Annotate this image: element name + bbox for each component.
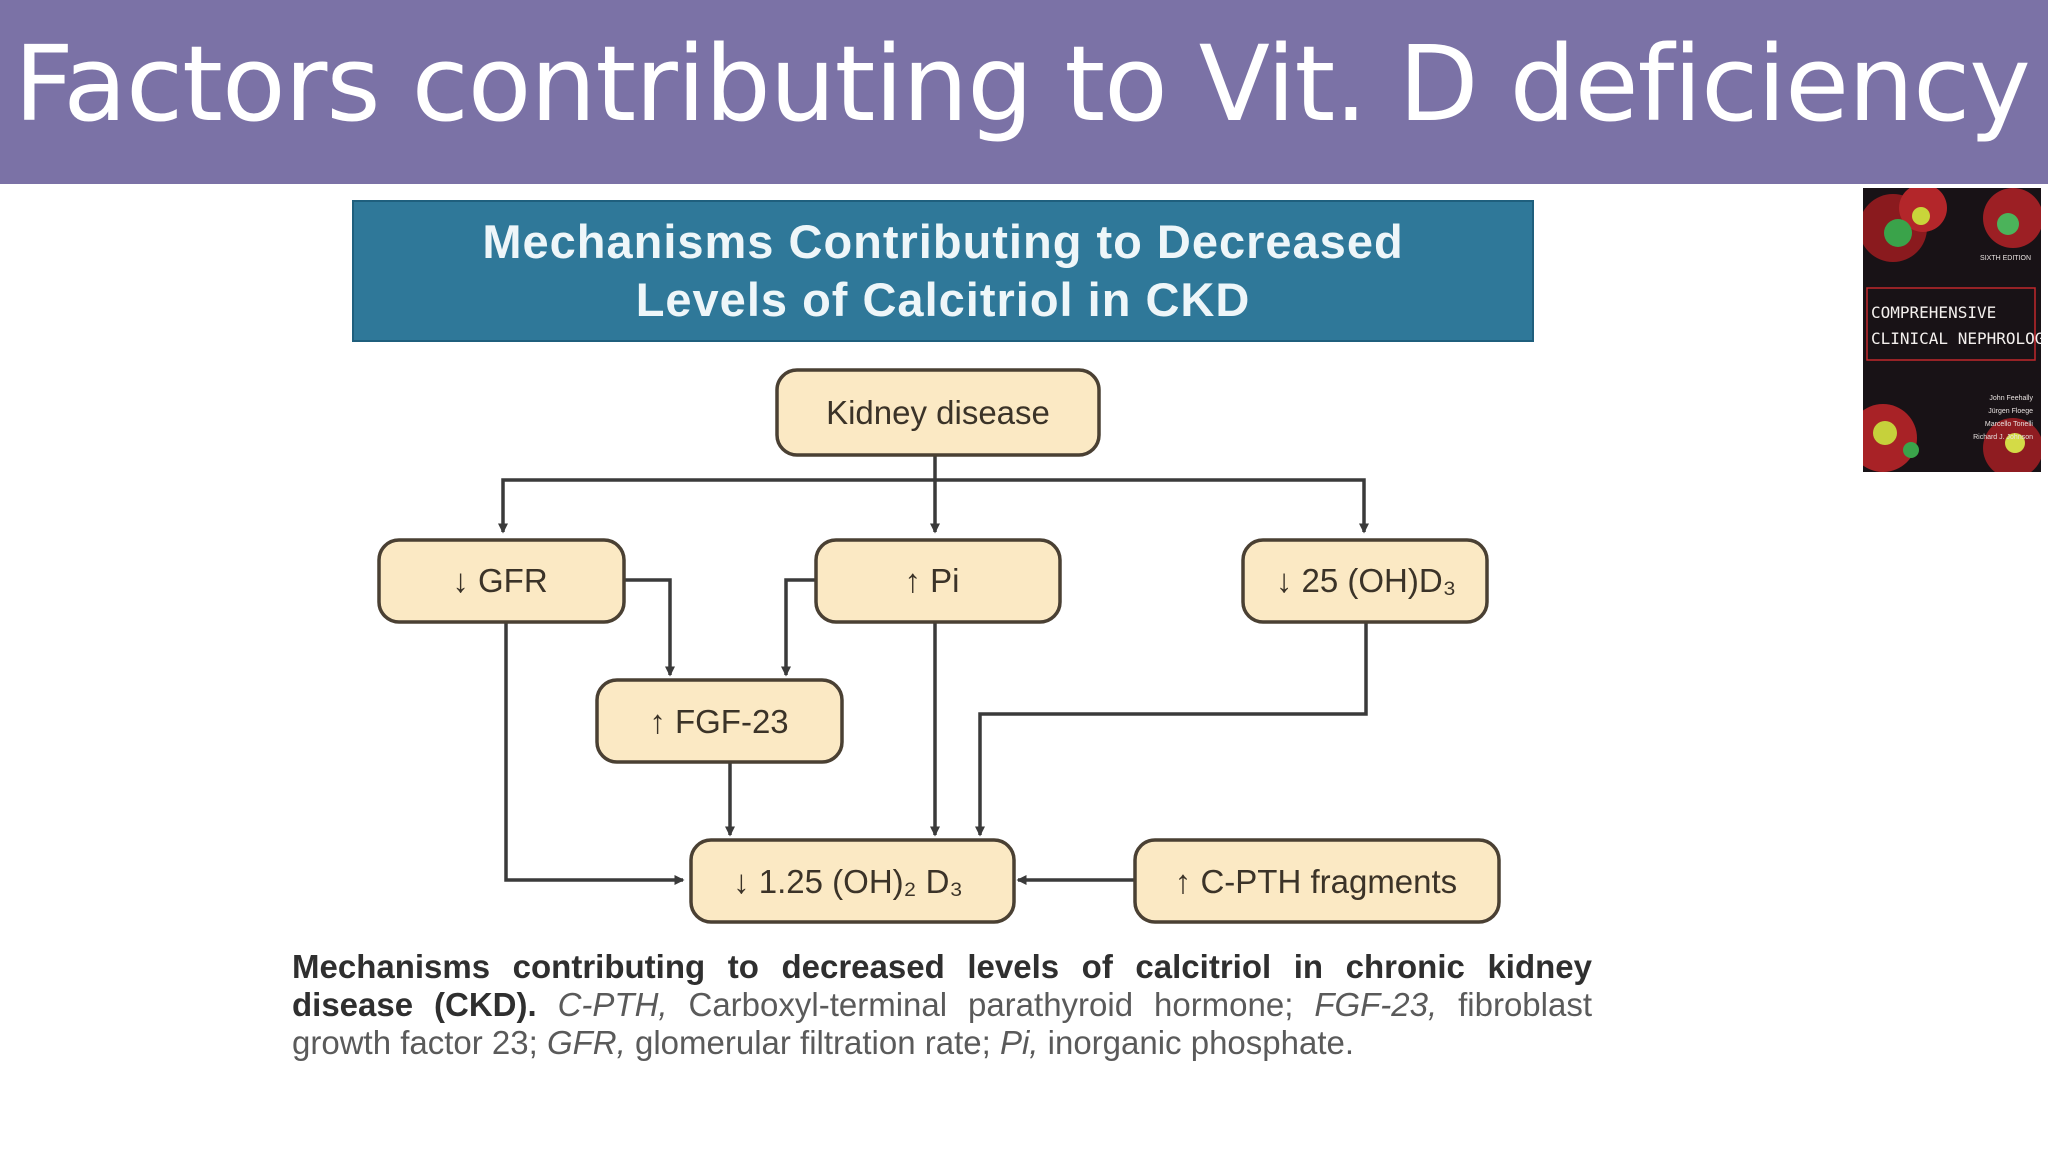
caption-abbr-fgf: FGF-23, <box>1314 986 1438 1023</box>
node-pi-label: ↑ Pi <box>904 562 959 599</box>
book-cover-title: COMPREHENSIVE CLINICAL NEPHROLOGY <box>1871 300 2041 352</box>
book-cover-artwork <box>1863 188 2041 472</box>
book-cover-author: Marcello Tonelli <box>1984 421 2033 428</box>
arrow-gfr-to-fgf23 <box>624 578 675 677</box>
node-c-pth-fragments: ↑ C-PTH fragments <box>1133 838 1501 924</box>
book-cover-authors: John Feehally Jürgen Floege Marcello Ton… <box>1943 392 2033 444</box>
node-fgf-23-label: ↑ FGF-23 <box>649 703 788 740</box>
connectors <box>498 455 1369 885</box>
caption-bold: Mechanisms contributing to decreased lev… <box>292 948 1592 1023</box>
caption-abbr-gfr: GFR, <box>546 1024 626 1061</box>
book-cover-author: Jürgen Floege <box>1988 408 2033 415</box>
book-cover-author: Richard J. Johnson <box>1973 434 2033 441</box>
node-c-pth-fragments-label: ↑ C-PTH fragments <box>1175 863 1457 900</box>
figure-header-line-1: Mechanisms Contributing to Decreased <box>482 215 1404 268</box>
book-cover-title-line-1: COMPREHENSIVE <box>1871 303 1997 322</box>
arrow-gfr-to-calcitriol <box>504 622 685 885</box>
node-gfr-label: ↓ GFR <box>452 562 547 599</box>
book-cover-title-line-2: CLINICAL NEPHROLOGY <box>1871 329 2041 348</box>
book-cover-image: SIXTH EDITION COMPREHENSIVE CLINICAL NEP… <box>1863 188 2041 472</box>
node-25-oh-d3: ↓ 25 (OH)D₃ <box>1241 538 1489 624</box>
node-calcitriol: ↓ 1.25 (OH)₂ D₃ <box>689 838 1016 924</box>
title-bar: Factors contributing to Vit. D deficienc… <box>0 0 2048 184</box>
caption-abbr-cpth: C-PTH, <box>557 986 668 1023</box>
book-cover-edition: SIXTH EDITION <box>1980 255 2031 262</box>
figure-header: Mechanisms Contributing to Decreased Lev… <box>352 200 1534 342</box>
caption-def-pi: inorganic phosphate. <box>1038 1024 1355 1061</box>
arrow-vit25-to-calcitriol <box>975 622 1368 837</box>
caption-def-gfr: glomerular filtration rate; <box>625 1024 1000 1061</box>
arrow-kidney-to-vit25 <box>935 478 1369 534</box>
caption-abbr-pi: Pi, <box>999 1024 1039 1061</box>
caption-def-cpth: Carboxyl-terminal parathyroid hormone; <box>667 986 1315 1023</box>
node-kidney-disease: Kidney disease <box>775 368 1101 457</box>
node-kidney-disease-label: Kidney disease <box>826 394 1050 431</box>
node-gfr: ↓ GFR <box>377 538 626 624</box>
figure-caption: Mechanisms contributing to decreased lev… <box>292 948 1592 1062</box>
arrow-kidney-to-gfr <box>498 478 935 534</box>
node-pi: ↑ Pi <box>814 538 1062 624</box>
caption-def-fgf: fibroblast growth factor 23; <box>292 986 1593 1061</box>
slide-title: Factors contributing to Vit. D deficienc… <box>14 23 2031 145</box>
node-calcitriol-label: ↓ 1.25 (OH)₂ D₃ <box>733 863 963 900</box>
node-25-oh-d3-label: ↓ 25 (OH)D₃ <box>1276 562 1456 599</box>
book-cover-author: John Feehally <box>1989 395 2033 402</box>
arrow-pi-to-fgf23 <box>781 578 816 677</box>
figure-header-line-2: Levels of Calcitriol in CKD <box>635 273 1251 326</box>
node-fgf-23: ↑ FGF-23 <box>595 678 844 764</box>
